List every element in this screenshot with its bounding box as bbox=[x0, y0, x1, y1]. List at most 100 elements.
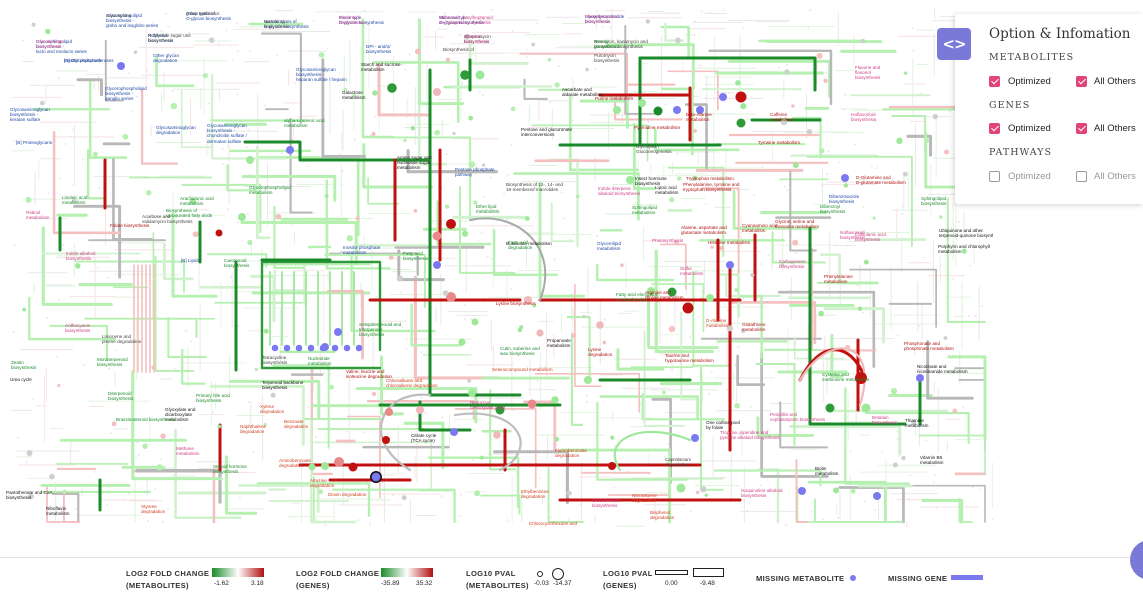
metabolite-node-faint[interactable] bbox=[164, 12, 167, 15]
metabolite-node-faint[interactable] bbox=[374, 115, 376, 118]
pathway-label[interactable]: Folate biosynthesis bbox=[110, 223, 150, 228]
metabolite-node[interactable] bbox=[902, 171, 908, 177]
pathway-label[interactable]: Linoleic acid metabolism bbox=[62, 195, 88, 206]
reaction-edge[interactable] bbox=[651, 397, 672, 484]
metabolite-node[interactable] bbox=[675, 37, 681, 44]
metabolite-node[interactable] bbox=[904, 71, 908, 75]
metabolite-node[interactable] bbox=[943, 336, 948, 340]
metabolite-node[interactable] bbox=[547, 57, 552, 62]
metabolite-node[interactable] bbox=[343, 87, 348, 92]
missing-metabolite-node[interactable] bbox=[433, 261, 441, 269]
metabolite-node-faint[interactable] bbox=[477, 239, 480, 242]
metabolite-node[interactable] bbox=[446, 292, 456, 302]
metabolite-node[interactable] bbox=[45, 28, 51, 35]
metabolite-node-faint[interactable] bbox=[108, 367, 111, 370]
reaction-edge[interactable] bbox=[75, 260, 185, 293]
metabolite-node[interactable] bbox=[22, 307, 27, 312]
metabolite-node-faint[interactable] bbox=[978, 323, 981, 326]
pathways-optimized-checkbox[interactable] bbox=[989, 171, 1000, 182]
reaction-edge[interactable] bbox=[458, 186, 516, 274]
metabolite-node-faint[interactable] bbox=[138, 453, 140, 456]
reaction-edge[interactable] bbox=[614, 94, 683, 121]
pathway-label[interactable]: Ascorbate and aldarate metabolism bbox=[562, 87, 604, 98]
reaction-edge[interactable] bbox=[519, 52, 629, 99]
reaction-edge[interactable] bbox=[926, 340, 974, 400]
reaction-edge[interactable] bbox=[209, 384, 305, 446]
reaction-edge-down[interactable] bbox=[808, 226, 907, 426]
reaction-edge[interactable] bbox=[140, 89, 179, 165]
metabolite-node-faint[interactable] bbox=[232, 59, 235, 62]
pathway-label[interactable]: Ubiquinone and other terpenoid-quinone b… bbox=[939, 228, 993, 239]
metabolite-node-faint[interactable] bbox=[549, 101, 551, 104]
pathway-label[interactable]: Insect hormone biosynthesis bbox=[635, 176, 667, 187]
reaction-edge[interactable] bbox=[52, 131, 121, 235]
reaction-edge[interactable] bbox=[792, 116, 822, 159]
metabolite-node-faint[interactable] bbox=[783, 185, 786, 188]
metabolite-node-faint[interactable] bbox=[185, 329, 188, 332]
pathway-label[interactable]: Indole diterpene alkaloid biosynthesis bbox=[598, 186, 641, 197]
metabolite-node[interactable] bbox=[474, 490, 481, 497]
metabolite-node-faint[interactable] bbox=[489, 176, 492, 179]
metabolite-node-faint[interactable] bbox=[203, 213, 206, 215]
metabolite-node-faint[interactable] bbox=[844, 194, 847, 197]
pathway-label[interactable]: Purine metabolism bbox=[595, 96, 634, 101]
metabolite-node[interactable] bbox=[170, 102, 178, 110]
metabolite-node-faint[interactable] bbox=[579, 503, 582, 506]
pathway-label[interactable]: Amino sugar and nucleotide sugar metabol… bbox=[397, 155, 432, 171]
metabolite-node-faint[interactable] bbox=[974, 315, 977, 317]
metabolite-node-faint[interactable] bbox=[701, 290, 703, 293]
metabolite-node[interactable] bbox=[468, 389, 476, 397]
metabolite-node[interactable] bbox=[700, 486, 707, 493]
metabolite-node[interactable] bbox=[403, 138, 407, 143]
metabolite-node[interactable] bbox=[217, 424, 222, 429]
missing-metabolite-node[interactable] bbox=[673, 106, 681, 114]
metabolite-node[interactable] bbox=[734, 402, 740, 409]
metabolite-node-faint[interactable] bbox=[964, 369, 967, 372]
reaction-edge[interactable] bbox=[947, 355, 987, 441]
metabolite-node[interactable] bbox=[39, 100, 45, 106]
reaction-edge[interactable] bbox=[788, 424, 902, 456]
reaction-edge[interactable] bbox=[73, 204, 122, 279]
pathway-label[interactable]: Cysteine and methionine metabolism bbox=[822, 372, 870, 383]
metabolite-node-faint[interactable] bbox=[98, 186, 101, 189]
metabolite-node[interactable] bbox=[339, 251, 344, 255]
metabolite-node-faint[interactable] bbox=[37, 494, 40, 496]
metabolite-node[interactable] bbox=[527, 399, 537, 409]
missing-metabolite-node[interactable] bbox=[916, 374, 924, 382]
pathway-label[interactable]: Urea cycle bbox=[10, 377, 32, 382]
metabolite-node-faint[interactable] bbox=[901, 205, 904, 208]
metabolite-node-faint[interactable] bbox=[458, 33, 461, 36]
metabolite-node[interactable] bbox=[554, 82, 560, 88]
metabolite-node-faint[interactable] bbox=[786, 64, 788, 66]
metabolite-node[interactable] bbox=[388, 255, 394, 260]
metabolite-node-faint[interactable] bbox=[363, 9, 366, 12]
metabolite-node[interactable] bbox=[780, 263, 785, 267]
metabolite-node-faint[interactable] bbox=[147, 519, 149, 522]
pathway-label[interactable]: Isoflavonoid biosynthesis bbox=[851, 112, 877, 123]
metabolite-node[interactable] bbox=[468, 161, 475, 168]
metabolite-node-faint[interactable] bbox=[849, 450, 852, 452]
pathway-label[interactable]: [B] Proteoglycans bbox=[16, 140, 53, 145]
metabolite-node-faint[interactable] bbox=[795, 252, 798, 255]
metabolite-node[interactable] bbox=[208, 37, 215, 43]
reaction-edge[interactable] bbox=[760, 351, 829, 478]
reaction-edge[interactable] bbox=[225, 455, 258, 515]
missing-metabolite-node[interactable] bbox=[450, 428, 458, 436]
reaction-edge[interactable] bbox=[599, 395, 699, 420]
metabolite-node-faint[interactable] bbox=[613, 445, 616, 447]
reaction-edge[interactable] bbox=[492, 229, 559, 277]
metabolite-node[interactable] bbox=[584, 376, 592, 384]
metabolite-node[interactable] bbox=[387, 83, 397, 93]
metabolite-node-faint[interactable] bbox=[978, 488, 981, 491]
metabolite-node-faint[interactable] bbox=[353, 138, 356, 141]
reaction-edge[interactable] bbox=[181, 183, 262, 234]
metabolite-node[interactable] bbox=[532, 303, 537, 308]
metabolite-node[interactable] bbox=[734, 287, 740, 293]
reaction-edge[interactable] bbox=[355, 387, 478, 424]
pathway-label[interactable]: Sesquiterpenoid and triterpenoid biosynt… bbox=[359, 322, 402, 338]
missing-metabolite-node[interactable] bbox=[873, 492, 881, 500]
pathway-label[interactable]: Glycine, serine and threonine metabolism bbox=[775, 219, 819, 230]
metabolite-node[interactable] bbox=[410, 125, 416, 131]
metabolite-node-faint[interactable] bbox=[375, 295, 378, 298]
metabolite-node[interactable] bbox=[673, 240, 679, 246]
